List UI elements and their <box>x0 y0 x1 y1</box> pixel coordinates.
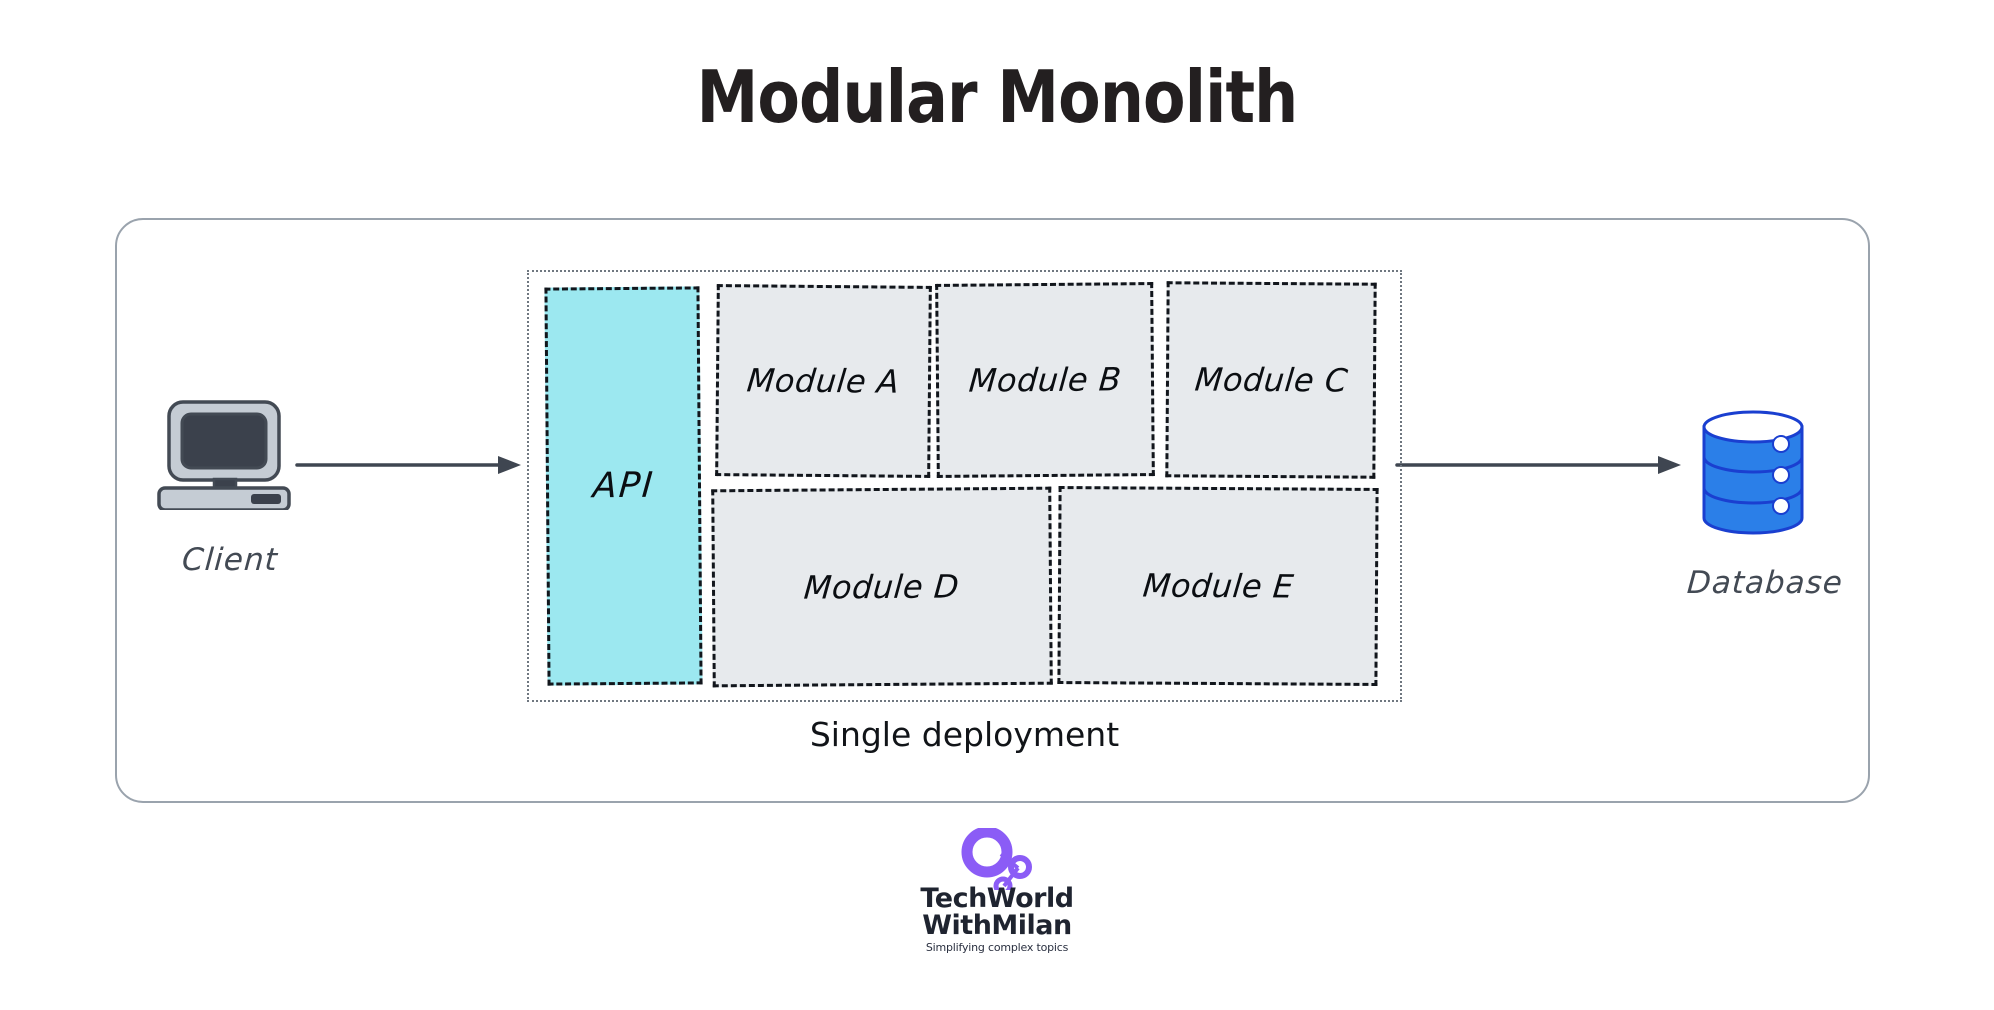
arrow-api-to-database <box>1395 452 1685 482</box>
box-api[interactable]: API <box>544 286 703 686</box>
footer-logo: TechWorld WithMilan Simplifying complex … <box>897 826 1097 958</box>
box-api-label: API <box>591 465 656 507</box>
client-label: Client <box>180 542 280 578</box>
database-label: Database <box>1685 565 1845 601</box>
box-module-a[interactable]: Module A <box>715 284 932 478</box>
box-module-b[interactable]: Module B <box>935 282 1155 478</box>
arrow-client-to-api <box>295 452 525 482</box>
page-title: Modular Monolith <box>696 55 1299 139</box>
box-module-e[interactable]: Module E <box>1057 486 1379 686</box>
box-module-e-label: Module E <box>1140 566 1296 606</box>
deployment-caption: Single deployment <box>809 715 1120 754</box>
logo-brand-line2: WithMilan <box>922 910 1072 941</box>
box-module-c[interactable]: Module C <box>1165 281 1377 479</box>
logo-brand-line1: TechWorld <box>920 883 1074 914</box>
box-module-d-label: Module D <box>802 567 962 607</box>
box-module-a-label: Module A <box>745 361 902 401</box>
box-module-b-label: Module B <box>967 360 1123 400</box>
box-module-d[interactable]: Module D <box>711 486 1053 688</box>
deployment-boundary <box>527 270 1402 702</box>
techworld-logo-icon <box>959 826 1039 896</box>
desktop-computer-icon <box>155 400 305 512</box>
database-group: Database <box>1660 410 1870 610</box>
logo-tagline: Simplifying complex topics <box>925 941 1069 954</box>
client-group: Client <box>135 400 325 610</box>
box-module-c-label: Module C <box>1192 360 1350 400</box>
database-cylinder-icon <box>1698 410 1808 535</box>
